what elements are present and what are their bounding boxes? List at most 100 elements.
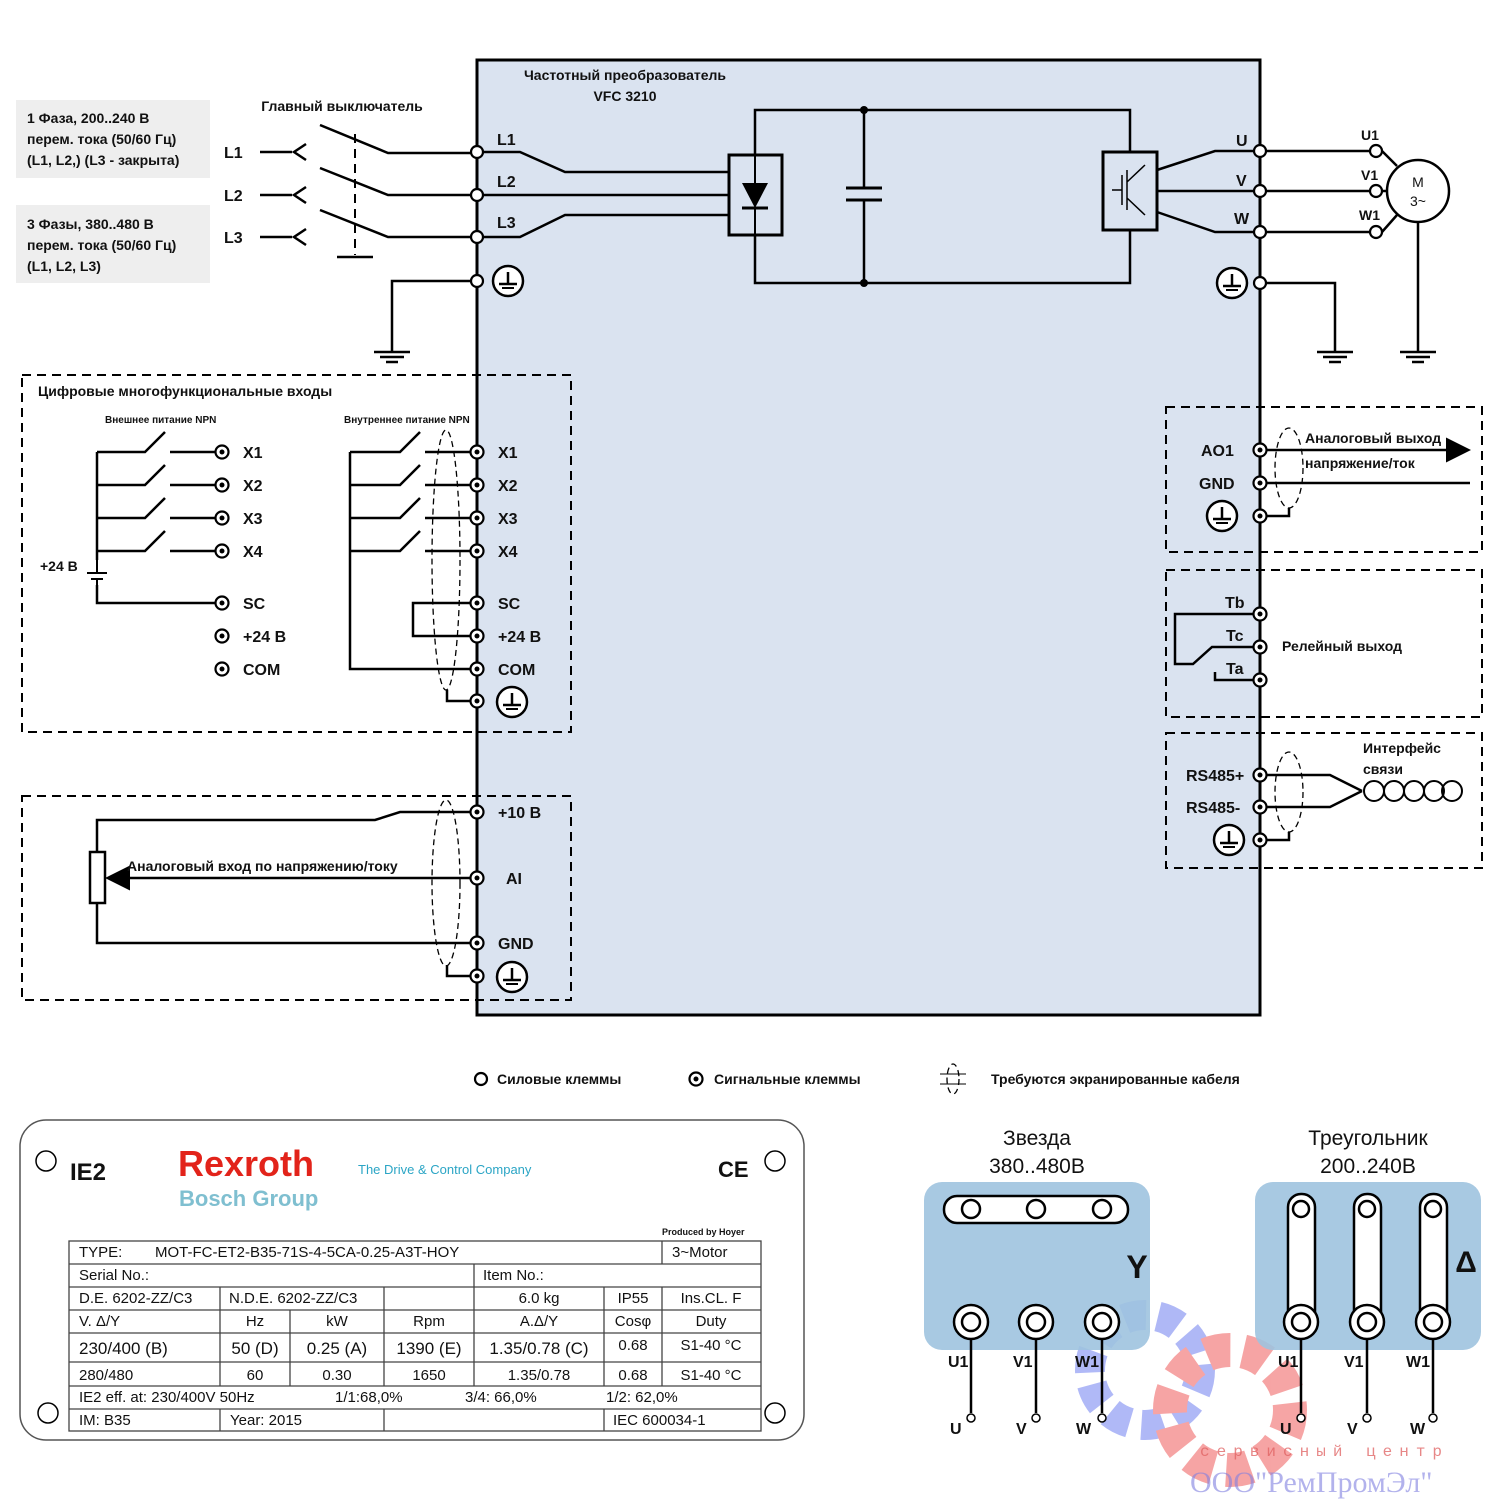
ext-x4: X4 [243, 544, 263, 561]
star-term-v1: V1 [1013, 1354, 1033, 1371]
delta-lead-u: U [1280, 1421, 1292, 1438]
int-sc: SC [498, 596, 521, 613]
external-terminals [214, 444, 230, 677]
comm-label: Интерфейс [1363, 740, 1441, 756]
protective-earth-icon [1205, 499, 1239, 533]
table-cell: 0.30 [322, 1367, 351, 1384]
brand-slogan: The Drive & Control Company [358, 1162, 532, 1177]
motor-kind: 3~Motor [672, 1244, 727, 1261]
ip-rating: IP55 [618, 1290, 649, 1307]
star-title: Звезда [1003, 1127, 1071, 1150]
motor-label: M [1412, 174, 1424, 190]
int-x4: X4 [498, 544, 518, 561]
ext-24v: +24 В [243, 629, 286, 646]
efficiency-3-4: 3/4: 66,0% [465, 1389, 537, 1406]
line-label-l3: L3 [224, 230, 243, 247]
star-term-w1: W1 [1075, 1354, 1099, 1371]
table-cell: S1-40 °C [680, 1367, 741, 1384]
header-cell: A.Δ/Y [520, 1313, 558, 1330]
protective-earth-icon [495, 685, 529, 719]
main-switch-label: Главный выключатель [261, 98, 423, 114]
analog-input-box [21, 795, 572, 1001]
relay-terminals [1252, 606, 1268, 688]
three-phase-info-box [16, 205, 210, 283]
motor-phase-label: 3~ [1410, 193, 1426, 209]
analog-input-label: Аналоговый вход по напряжению/току [127, 858, 398, 874]
term-tb: Tb [1225, 595, 1245, 612]
comm-interface-box [1165, 732, 1483, 869]
external-npn-label: Внешнее питание NPN [105, 415, 216, 426]
analog-output-box [1165, 406, 1483, 553]
twisted-pair-icon [1363, 780, 1463, 802]
term-10v: +10 В [498, 805, 541, 822]
main-switch-icon [260, 123, 477, 247]
star-connection: Звезда 380..480В Y U1 V1 W1 U V W [924, 1127, 1150, 1438]
ext-com: COM [243, 662, 280, 679]
delta-voltage: 200..240В [1320, 1155, 1416, 1178]
three-phase-line1: 3 Фазы, 380..480 В [27, 216, 154, 232]
relay-contact-icon [1173, 612, 1260, 682]
header-cell: Rpm [413, 1313, 445, 1330]
header-cell: kW [326, 1313, 349, 1330]
motor-nameplate: IE2 Rexroth Bosch Group The Drive & Cont… [19, 1119, 805, 1441]
relay-output-box [1165, 569, 1483, 718]
type-label: TYPE: [79, 1244, 122, 1261]
analog-output-wiring [1260, 481, 1470, 518]
term-tc: Tc [1226, 628, 1244, 645]
protective-earth-icon [491, 264, 525, 298]
int-x2: X2 [498, 478, 518, 495]
table-cell: 0.68 [618, 1367, 647, 1384]
ext-x2: X2 [243, 478, 263, 495]
three-phase-line3: (L1, L2, L3) [27, 258, 101, 274]
table-cell: 1.35/0.78 [508, 1367, 571, 1384]
watermark-title: ООО"РемПромЭл" [1190, 1466, 1433, 1499]
external-24v-label: +24 В [40, 558, 78, 574]
ground-icon [1398, 350, 1438, 364]
type-value: MOT-FC-ET2-B35-71S-4-5CA-0.25-A3T-HOY [155, 1244, 459, 1261]
single-phase-line1: 1 Фаза, 200..240 В [27, 110, 149, 126]
output-label-u: U [1236, 133, 1248, 150]
legend-signal: Сигнальные клеммы [714, 1071, 861, 1087]
star-voltage: 380..480В [989, 1155, 1085, 1178]
potentiometer-icon [88, 850, 107, 905]
int-x1: X1 [498, 445, 518, 462]
digital-inputs-box [21, 374, 572, 733]
rs485-wiring [1260, 773, 1363, 842]
delta-term-w1: W1 [1406, 1354, 1430, 1371]
header-cell: Hz [246, 1313, 264, 1330]
dc-bus [753, 108, 1132, 285]
table-cell: 60 [247, 1367, 264, 1384]
analog-output-sublabel: напряжение/ток [1305, 455, 1416, 471]
efficiency-label: IE2 eff. at: 230/400V 50Hz [79, 1389, 255, 1406]
mounting: IM: B35 [79, 1412, 131, 1429]
table-cell: 1.35/0.78 (C) [489, 1339, 588, 1358]
comm-sublabel: связи [1363, 761, 1403, 777]
relay-output-label: Релейный выход [1282, 638, 1402, 654]
table-cell: 280/480 [79, 1367, 133, 1384]
nde-bearing: N.D.E. 6202-ZZ/C3 [229, 1290, 357, 1307]
year: Year: 2015 [230, 1412, 302, 1429]
drive-body [475, 58, 1262, 1017]
star-lead-w: W [1076, 1421, 1092, 1438]
legend-power: Силовые клеммы [497, 1071, 621, 1087]
term-rs485-plus: RS485+ [1186, 768, 1244, 785]
delta-lead-v: V [1347, 1421, 1358, 1438]
delta-term-u1: U1 [1278, 1354, 1299, 1371]
header-cell: Duty [696, 1313, 727, 1330]
drive-input-l3: L3 [497, 215, 516, 232]
line-label-l2: L2 [224, 188, 243, 205]
star-symbol: Y [1126, 1249, 1147, 1285]
comm-terminals [1252, 767, 1268, 848]
motor-term-w1: W1 [1359, 207, 1380, 223]
shield-icon [1274, 427, 1304, 509]
item-label: Item No.: [483, 1267, 544, 1284]
power-terminal-icon [473, 1071, 489, 1087]
motor-wiring [390, 149, 1420, 352]
motor-icon [1385, 158, 1451, 224]
delta-term-v1: V1 [1344, 1354, 1364, 1371]
motor-term-u1: U1 [1361, 127, 1379, 143]
produced-by: Produced by Hoyer [662, 1227, 745, 1237]
serial-label: Serial No.: [79, 1267, 149, 1284]
